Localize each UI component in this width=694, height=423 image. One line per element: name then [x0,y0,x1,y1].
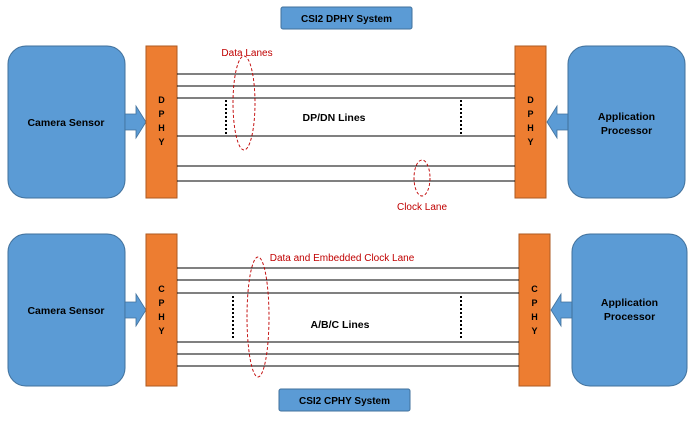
cphy-title-box: CSI2 CPHY System [278,388,411,412]
cphy-left-phy-letter: P [158,298,164,308]
dphy-left-phy-letter: D [158,95,165,105]
cphy-processor-label-2: Processor [604,311,655,323]
dphy-right-phy-letter: Y [527,137,533,147]
dphy-data-lanes-ellipse [232,55,256,151]
dphy-center-label: DP/DN Lines [302,112,365,124]
cphy-processor-label-1: Application [601,297,658,309]
cphy-lane-ellipse [246,256,270,378]
cphy-title: CSI2 CPHY System [299,396,390,407]
dphy-lane-lines [177,73,515,182]
dphy-right-phy: D P H Y [514,45,547,199]
dphy-system: CSI2 DPHY System Camera Sensor D P H Y D… [7,6,686,213]
dphy-right-phy-letter: D [527,95,534,105]
dphy-left-phy-letter: P [158,109,164,119]
dphy-processor-block: Application Processor [567,45,686,199]
dphy-data-lanes-label: Data Lanes [221,48,272,59]
dphy-processor-label-1: Application [598,111,655,123]
cphy-center-label: A/B/C Lines [311,319,370,331]
dphy-camera-sensor-block: Camera Sensor [7,45,126,199]
cphy-right-phy-letter: Y [531,326,537,336]
cphy-left-phy-letter: Y [158,326,164,336]
dphy-right-arrow [546,104,569,140]
dphy-left-phy: D P H Y [145,45,178,199]
cphy-right-phy-letter: H [531,312,538,322]
dphy-clock-lane-label: Clock Lane [397,202,447,213]
cphy-right-phy: C P H Y [518,233,551,387]
cphy-lane-lines [177,267,519,367]
dphy-title-box: CSI2 DPHY System [280,6,413,30]
dphy-clock-lane-ellipse [413,159,431,197]
cphy-lane-label: Data and Embedded Clock Lane [270,253,415,264]
cphy-system: Camera Sensor C P H Y C P H Y Applicatio… [7,233,688,412]
dphy-processor-label-2: Processor [601,125,652,137]
cphy-right-arrow [550,292,573,328]
cphy-left-phy-letter: H [158,312,165,322]
dphy-title: CSI2 DPHY System [301,14,392,25]
cphy-right-phy-letter: P [531,298,537,308]
dphy-right-phy-letter: P [527,109,533,119]
dphy-camera-label: Camera Sensor [27,117,104,129]
dphy-right-phy-letter: H [527,123,534,133]
cphy-left-phy: C P H Y [145,233,178,387]
cphy-left-phy-letter: C [158,284,165,294]
cphy-camera-sensor-block: Camera Sensor [7,233,126,387]
cphy-right-phy-letter: C [531,284,538,294]
dphy-left-arrow [124,104,147,140]
cphy-processor-block: Application Processor [571,233,688,387]
dphy-left-phy-letter: H [158,123,165,133]
cphy-camera-label: Camera Sensor [27,305,104,317]
cphy-left-arrow [124,292,147,328]
dphy-left-phy-letter: Y [158,137,164,147]
